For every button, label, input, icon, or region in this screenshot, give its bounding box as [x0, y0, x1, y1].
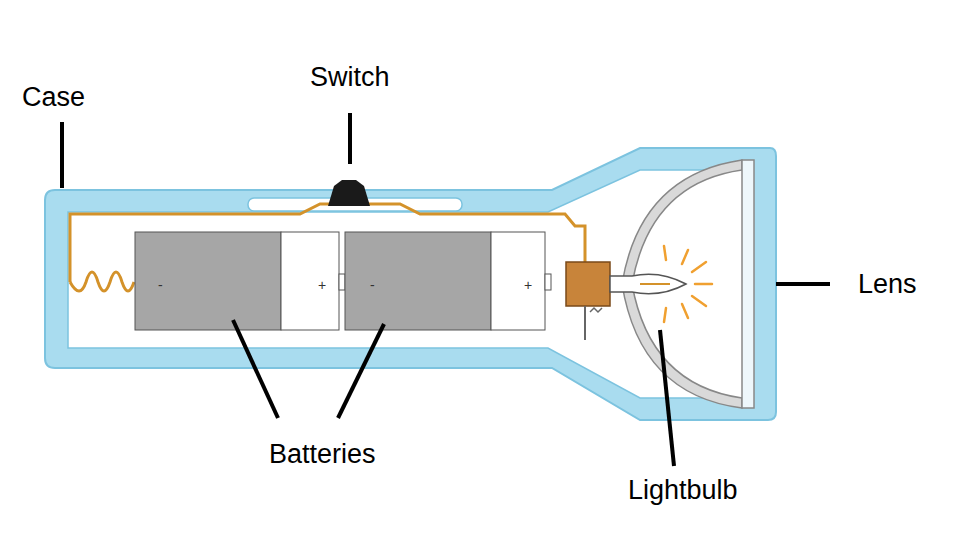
socket-contact	[584, 306, 586, 340]
part-label: Batteries	[269, 441, 376, 468]
part-label: Lens	[858, 271, 917, 298]
battery	[345, 232, 491, 330]
polarity-mark: -	[158, 278, 163, 292]
bulb-filament	[640, 283, 670, 285]
battery-nub	[339, 274, 345, 290]
case-cavity	[68, 170, 752, 398]
bulb-glass	[610, 274, 686, 294]
polarity-mark: -	[370, 278, 375, 292]
battery-cap	[491, 232, 545, 330]
socket-thread	[590, 308, 602, 312]
leader-lines	[62, 113, 830, 466]
part-label: Case	[22, 84, 85, 111]
battery-cap	[281, 232, 339, 330]
polarity-mark: +	[524, 278, 532, 292]
polarity-mark: +	[318, 278, 326, 292]
part-label: Lightbulb	[628, 477, 738, 504]
light-rays	[664, 246, 712, 322]
bulb-socket	[566, 262, 610, 306]
battery	[135, 232, 281, 330]
lens	[742, 160, 754, 408]
battery-nub	[545, 274, 551, 290]
part-label: Switch	[310, 64, 390, 91]
switch-knob	[328, 180, 370, 206]
spring	[70, 272, 134, 291]
